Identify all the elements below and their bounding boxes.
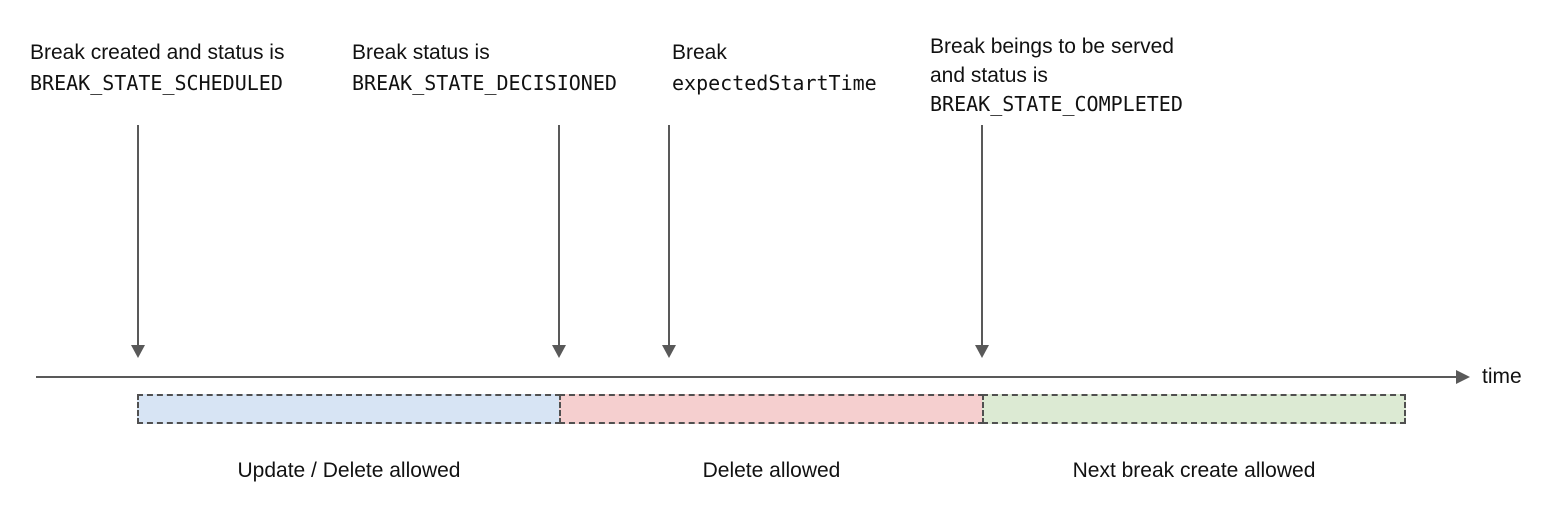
annotation-code: BREAK_STATE_SCHEDULED — [30, 71, 283, 95]
annotation-code: BREAK_STATE_DECISIONED — [352, 71, 617, 95]
annotation-break-completed: Break beings to be served and status is … — [930, 32, 1183, 119]
down-arrow-completed — [975, 125, 989, 358]
arrowhead-icon — [131, 345, 145, 358]
annotation-text: Break — [672, 41, 727, 64]
segment-next-break-create-allowed — [982, 394, 1406, 424]
time-axis-label: time — [1482, 365, 1522, 388]
annotation-text: Break status is — [352, 41, 490, 64]
annotation-text: Break beings to be served — [930, 35, 1174, 58]
annotation-code: BREAK_STATE_COMPLETED — [930, 92, 1183, 116]
arrowhead-icon — [552, 345, 566, 358]
time-axis-line — [36, 376, 1456, 378]
annotation-expected-start-time: Break expectedStartTime — [672, 38, 877, 98]
down-arrow-scheduled — [131, 125, 145, 358]
segment-label-next-break-create-allowed: Next break create allowed — [1072, 459, 1316, 482]
down-arrow-expected-start-time — [662, 125, 676, 358]
annotation-break-scheduled: Break created and status is BREAK_STATE_… — [30, 38, 284, 98]
segment-label-delete-allowed: Delete allowed — [702, 459, 841, 482]
annotation-code: expectedStartTime — [672, 71, 877, 95]
down-arrow-decisioned — [552, 125, 566, 358]
segment-label-update-delete-allowed: Update / Delete allowed — [237, 459, 461, 482]
arrowhead-icon — [662, 345, 676, 358]
segment-update-delete-allowed — [137, 394, 561, 424]
time-axis-arrowhead-icon — [1456, 370, 1470, 384]
annotation-break-decisioned: Break status is BREAK_STATE_DECISIONED — [352, 38, 617, 98]
segment-delete-allowed — [559, 394, 984, 424]
annotation-text: and status is — [930, 64, 1048, 87]
annotation-text: Break created and status is — [30, 41, 285, 64]
arrowhead-icon — [975, 345, 989, 358]
